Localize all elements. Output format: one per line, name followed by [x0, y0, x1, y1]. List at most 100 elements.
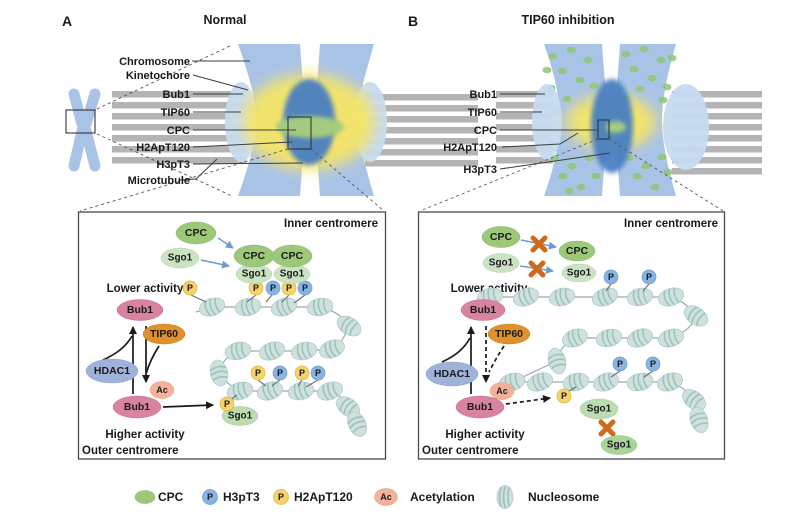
molecule-label: CPC — [566, 245, 589, 257]
microtubules-right-b — [672, 91, 762, 175]
bub1-molecule: Bub1 — [116, 299, 164, 321]
zoom-fan-line — [96, 44, 233, 110]
outer-centromere-b: Outer centromere — [422, 445, 519, 457]
molecule-label: Sgo1 — [168, 253, 193, 264]
molecule-label: Sgo1 — [587, 404, 612, 415]
bub1-phospho-arrow-a — [162, 401, 214, 410]
acetyl-mark: Ac — [489, 382, 515, 400]
tip60-molecule: TIP60 — [487, 323, 531, 345]
icon-zoom-rect — [65, 109, 96, 134]
label-h2apt120-b: H2ApT120 — [443, 142, 497, 154]
svg-text:P: P — [207, 492, 213, 502]
inset-a: Inner centromere Lower activity Higher a… — [77, 211, 387, 460]
label-cpc-a: CPC — [167, 125, 190, 137]
tip60-curve-b — [488, 345, 505, 373]
microtubules-left-a — [112, 91, 246, 164]
svg-text:P: P — [650, 359, 656, 369]
label-bub1-b: Bub1 — [470, 89, 498, 101]
h3pt3-p-icon: P — [265, 280, 281, 296]
sgo1-molecule: Sgo1 — [482, 253, 520, 273]
svg-text:P: P — [302, 283, 308, 293]
molecule-label: TIP60 — [495, 328, 523, 340]
molecule-label: Ac — [496, 386, 508, 396]
molecule-label: HDAC1 — [94, 365, 130, 377]
acetyl-mark: Ac — [149, 381, 175, 399]
molecule-label: CPC — [185, 227, 208, 239]
microtubules-right-a — [365, 94, 478, 167]
svg-text:P: P — [299, 368, 305, 378]
nucleosome-chain-b — [474, 283, 713, 436]
cpc-molecule: CPC — [175, 221, 217, 245]
zoom-fan-line — [310, 148, 385, 212]
svg-text:P: P — [278, 492, 284, 502]
label-cpc-b: CPC — [474, 125, 497, 137]
leader-h2apt120-a — [192, 141, 293, 148]
svg-text:P: P — [561, 391, 567, 401]
molecule-label: CPC — [281, 250, 304, 262]
cpc-recruit-arrow-a — [217, 237, 234, 249]
sgo1-molecule: Sgo1 — [561, 263, 597, 283]
leader-h2apt120-b — [501, 132, 579, 148]
tip60-curve-a — [145, 345, 160, 375]
acetylation-icon: Ac — [374, 488, 398, 506]
molecule-label: Sgo1 — [607, 440, 632, 451]
inner-centromere-b: Inner centromere — [624, 218, 718, 230]
svg-text:P: P — [315, 368, 321, 378]
molecule-label: CPC — [490, 231, 513, 243]
molecule-label: Ac — [156, 385, 168, 395]
label-h3pt3-a: H3pT3 — [156, 159, 190, 171]
panel-a-letter: A — [62, 13, 72, 29]
label-bub1-a: Bub1 — [163, 89, 191, 101]
legend-label-nucleosome: Nucleosome — [528, 490, 600, 504]
h3pt3-p-icon: P — [603, 269, 619, 285]
h3pt3-p-icon: P — [297, 280, 313, 296]
h3pt3-icon: P — [202, 489, 218, 505]
chromosome-icon — [65, 88, 101, 172]
sgo1-molecule: Sgo1 — [600, 435, 638, 455]
panel-b-letter: B — [408, 13, 418, 29]
cpc-molecule: CPC — [558, 240, 596, 262]
panel-b-illustration: Bub1 TIP60 CPC H2ApT120 H3pT3 — [419, 44, 762, 212]
svg-text:P: P — [608, 272, 614, 282]
panel-b-title: TIP60 inhibition — [521, 13, 614, 27]
cpc-region-a — [276, 116, 344, 138]
lower-activity-a: Lower activity — [107, 283, 184, 295]
svg-text:Ac: Ac — [380, 492, 392, 502]
h3pt3-p-icon: P — [641, 269, 657, 285]
molecule-label: Bub1 — [470, 304, 496, 316]
svg-text:P: P — [224, 399, 230, 409]
svg-text:P: P — [270, 283, 276, 293]
h2apt120-p-icon: P — [294, 365, 310, 381]
phospho-stems-a — [190, 294, 319, 401]
kinetochore-left-b — [532, 84, 562, 160]
higher-activity-b: Higher activity — [445, 429, 525, 441]
outer-centromere-a: Outer centromere — [82, 445, 179, 457]
zoom-fan-line — [608, 138, 724, 212]
tip60-molecule: TIP60 — [142, 323, 186, 345]
label-tip60-a: TIP60 — [161, 107, 190, 119]
sgo1-molecule: Sgo1 — [579, 398, 619, 420]
label-h3pt3-b: H3pT3 — [463, 164, 497, 176]
zoom-fan-line — [96, 133, 233, 197]
sgo1-molecule: Sgo1 — [273, 264, 311, 284]
sgo1-molecule: Sgo1 — [160, 247, 200, 269]
molecule-label: Sgo1 — [228, 411, 253, 422]
higher-activity-a: Higher activity — [105, 429, 185, 441]
bub1-molecule: Bub1 — [460, 299, 506, 321]
legend-label-h2apt120: H2ApT120 — [294, 490, 353, 504]
h2apt120-p-icon: P — [219, 396, 235, 412]
molecule-label: TIP60 — [150, 328, 178, 340]
zoom-rect-a — [287, 116, 312, 150]
legend-label-cpc: CPC — [158, 490, 184, 504]
svg-text:P: P — [187, 283, 193, 293]
molecule-label: HDAC1 — [434, 368, 470, 380]
kinetochore-right-b — [663, 84, 709, 170]
phospho-stems-b — [568, 283, 654, 392]
h2apt120-p-icon: P — [182, 280, 198, 296]
sgo1-molecule: Sgo1 — [221, 406, 259, 426]
h3pt3-p-icon: P — [272, 365, 288, 381]
bub1-phospho-arrow-b — [505, 394, 551, 405]
hdac1-curve-a — [102, 335, 133, 361]
legend-label-h3pt3: H3pT3 — [223, 490, 260, 504]
